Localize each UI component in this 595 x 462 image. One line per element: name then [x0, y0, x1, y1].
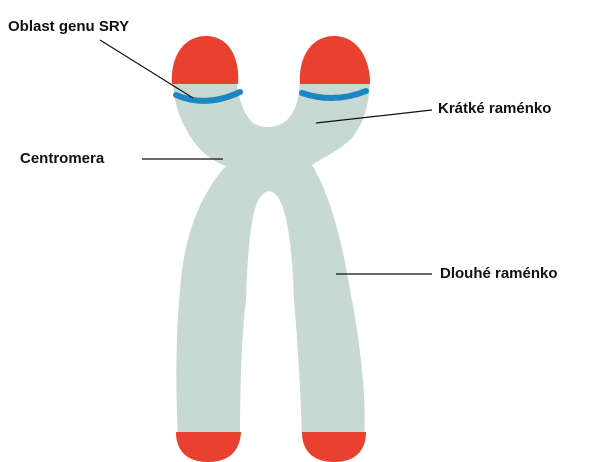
label-centromere: Centromera [20, 150, 104, 168]
telomere-bottom-right [302, 432, 366, 462]
telomere-bottom-left [176, 432, 241, 462]
label-short-arm: Krátké raménko [438, 100, 551, 118]
chromosome-body [173, 75, 370, 438]
label-sry-region: Oblast genu SRY [8, 18, 129, 36]
label-long-arm: Dlouhé raménko [440, 265, 558, 283]
telomere-top-right [300, 36, 370, 84]
telomere-top-left [172, 36, 238, 84]
